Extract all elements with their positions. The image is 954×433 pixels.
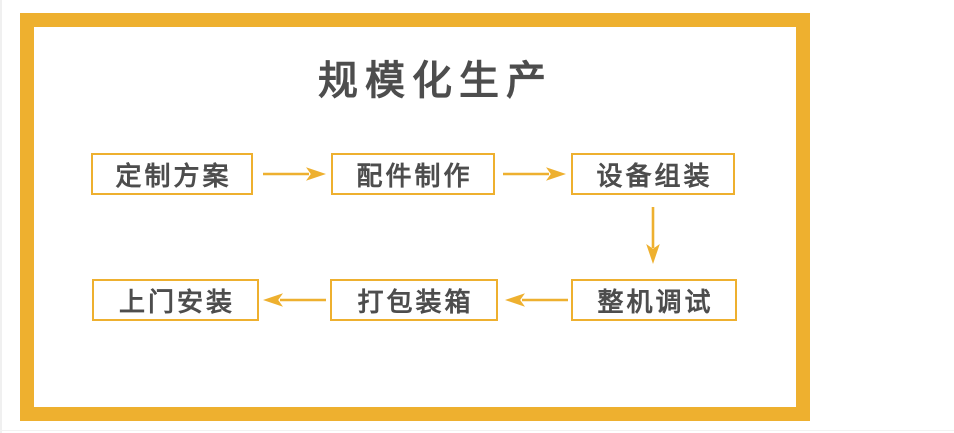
flow-step-parts-production: 配件制作 <box>331 153 495 195</box>
flow-step-equipment-assembly: 设备组装 <box>571 153 735 195</box>
diagram-title: 规模化生产 <box>318 59 553 103</box>
diagram-border-frame <box>20 13 810 421</box>
arrow-right-icon <box>503 167 566 181</box>
arrow-left-icon <box>505 293 568 307</box>
page-edge-line <box>0 430 954 431</box>
flow-step-machine-debugging: 整机调试 <box>571 279 737 321</box>
flow-step-onsite-installation: 上门安装 <box>92 279 259 321</box>
arrow-down-icon <box>646 207 660 264</box>
arrow-left-icon <box>263 293 326 307</box>
flow-step-custom-plan: 定制方案 <box>91 153 253 195</box>
flow-step-packing: 打包装箱 <box>330 279 498 321</box>
page-edge-line <box>0 0 2 433</box>
arrow-right-icon <box>263 167 326 181</box>
